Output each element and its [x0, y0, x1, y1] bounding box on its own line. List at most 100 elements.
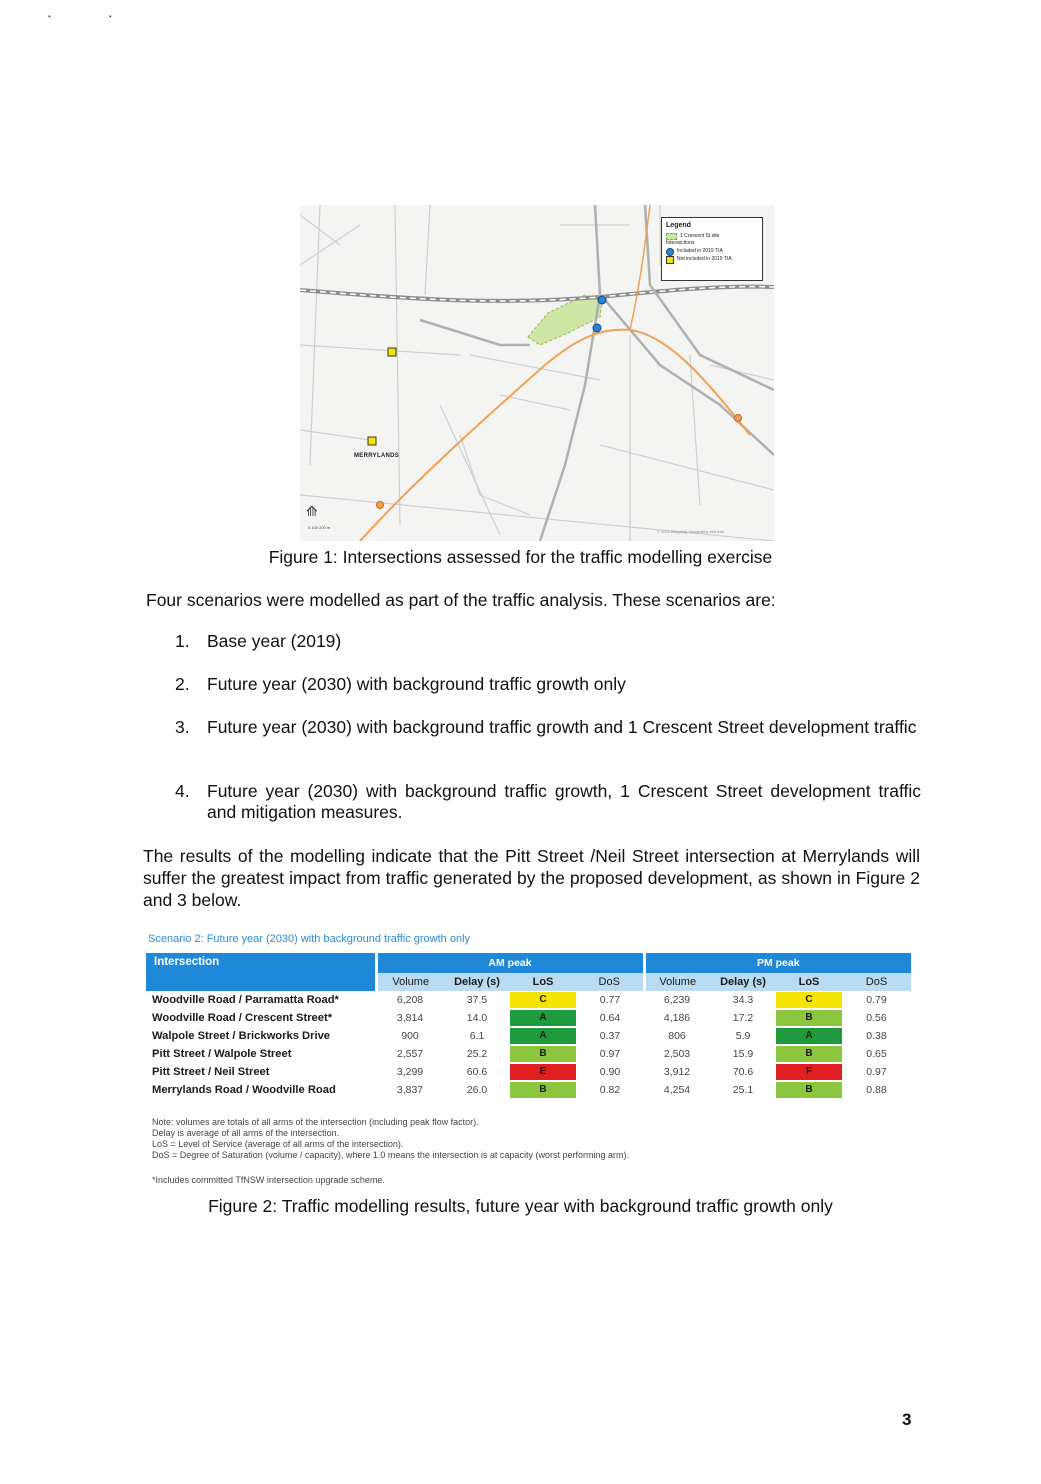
los-value: C — [510, 992, 576, 1008]
am-los-cell: B — [510, 1081, 576, 1099]
scenario-text: Future year (2030) with background traff… — [207, 674, 626, 694]
scan-marks: •• — [48, 12, 112, 21]
results-paragraph: The results of the modelling indicate th… — [143, 846, 920, 910]
am-delay-cell: 37.5 — [466, 994, 488, 1006]
intersection-markers — [367, 295, 742, 509]
intersection-name: Woodville Road / Crescent Street* — [152, 1012, 333, 1024]
table-title: Scenario 2: Future year (2030) with back… — [148, 933, 471, 945]
table-row: Woodville Road / Crescent Street* 3,814 14… — [146, 1009, 911, 1027]
merrylands-label: MERRYLANDS — [354, 453, 400, 459]
am-volume-cell: 6,208 — [396, 994, 424, 1006]
scale-bar: 0 100 200 m — [308, 525, 331, 530]
pm-los-cell: B — [776, 1045, 842, 1063]
am-volume-cell: 3,837 — [396, 1084, 424, 1096]
am-dos-cell: 0.37 — [599, 1030, 621, 1042]
header-intersection: Intersection — [146, 953, 376, 991]
scenario-number: 3. — [175, 717, 190, 737]
am-delay-cell: 25.2 — [466, 1048, 488, 1060]
note-line: Note: volumes are totals of all arms of … — [152, 1117, 479, 1127]
pm-volume-cell: 4,254 — [663, 1084, 691, 1096]
am-delay-cell: 26.0 — [466, 1084, 488, 1096]
legend-title: Legend — [666, 222, 691, 229]
intersection-map: Legend 1 Crescent St site Intersections … — [300, 205, 774, 541]
pm-delay-cell: 17.2 — [732, 1012, 754, 1024]
los-value: B — [776, 1046, 842, 1062]
am-volume-cell: 3,299 — [396, 1066, 424, 1078]
am-los-cell: A — [510, 1027, 576, 1045]
map-roads — [300, 205, 774, 541]
intersection-name: Pitt Street / Neil Street — [152, 1066, 270, 1078]
pm-los-cell: A — [776, 1027, 842, 1045]
pm-los-cell: F — [776, 1063, 842, 1081]
table-footnote: *Includes committed TfNSW intersection u… — [152, 1175, 385, 1185]
pm-dos-cell: 0.88 — [866, 1084, 887, 1096]
los-value: E — [510, 1064, 576, 1080]
header-los: LoS — [776, 973, 842, 991]
am-volume-cell: 2,557 — [396, 1048, 424, 1060]
legend-included: Included in 2019 TIA — [677, 247, 723, 254]
figure2-caption: Figure 2: Traffic modelling results, fut… — [208, 1196, 833, 1216]
note-line: Delay is average of all arms of the inte… — [152, 1128, 340, 1138]
pm-los-cell: B — [776, 1081, 842, 1099]
intersection-name: Walpole Street / Brickworks Drive — [152, 1030, 331, 1042]
pm-los-cell: B — [776, 1009, 842, 1027]
los-value: F — [776, 1064, 842, 1080]
table-row: Woodville Road / Parramatta Road* 6,208 37… — [146, 991, 911, 1009]
am-volume-cell: 3,814 — [396, 1012, 424, 1024]
pm-volume-cell: 806 — [668, 1030, 686, 1042]
pm-volume-cell: 2,503 — [663, 1048, 691, 1060]
pm-delay-cell: 70.6 — [732, 1066, 754, 1078]
note-line: LoS = Level of Service (average of all a… — [152, 1139, 404, 1149]
results-table: Intersection AM peak PM peak Volume Dela… — [146, 953, 911, 1099]
am-delay-cell: 14.0 — [466, 1012, 488, 1024]
intersection-name: Woodville Road / Parramatta Road* — [152, 994, 339, 1006]
yellow-square-icon — [666, 255, 674, 264]
map-copyright: © 2021 Mapping, Geography and Info — [657, 529, 724, 534]
am-los-cell: E — [510, 1063, 576, 1081]
am-los-cell: B — [510, 1045, 576, 1063]
am-dos-cell: 0.97 — [599, 1048, 621, 1060]
page-number: 3 — [902, 1410, 912, 1429]
am-los-cell: C — [510, 991, 576, 1009]
pm-dos-cell: 0.38 — [866, 1030, 887, 1042]
scenario-number: 1. — [175, 631, 190, 651]
scenario-item: 2. Future year (2030) with background tr… — [175, 674, 919, 695]
los-value: C — [776, 992, 842, 1008]
header-delay: Delay (s) — [710, 973, 776, 991]
note-line: DoS = Degree of Saturation (volume / cap… — [152, 1150, 629, 1160]
pm-dos-cell: 0.65 — [866, 1048, 887, 1060]
los-value: A — [776, 1028, 842, 1044]
figure1-caption: Figure 1: Intersections assessed for the… — [268, 547, 773, 567]
los-value: A — [510, 1028, 576, 1044]
legend-site: 1 Crescent St site — [680, 232, 720, 239]
pm-delay-cell: 34.3 — [732, 994, 754, 1006]
scenario-item: 4. Future year (2030) with background tr… — [175, 781, 921, 823]
am-volume-cell: 900 — [401, 1030, 419, 1042]
pm-volume-cell: 4,186 — [663, 1012, 691, 1024]
los-value: B — [510, 1046, 576, 1062]
header-los: LoS — [510, 973, 576, 991]
table-notes: Note: volumes are totals of all arms of … — [152, 1117, 629, 1161]
pm-delay-cell: 5.9 — [735, 1030, 751, 1042]
pm-los-cell: C — [776, 991, 842, 1009]
pm-dos-cell: 0.79 — [866, 994, 887, 1006]
pm-dos-cell: 0.56 — [866, 1012, 887, 1024]
pm-volume-cell: 3,912 — [663, 1066, 691, 1078]
header-volume: Volume — [374, 973, 444, 991]
scenario-text: Future year (2030) with background traff… — [207, 717, 917, 737]
scenario-number: 4. — [175, 781, 190, 801]
scenario-item: 1. Base year (2019) — [175, 631, 919, 652]
legend-not-included: Not included in 2019 TIA — [677, 255, 732, 262]
header-pm-peak: PM peak — [642, 953, 911, 973]
blue-dot-icon — [666, 247, 674, 256]
scenario-number: 2. — [175, 674, 190, 694]
am-dos-cell: 0.64 — [599, 1012, 621, 1024]
north-arrow-icon: ⟰ — [306, 503, 318, 519]
map-legend: Legend 1 Crescent St site Intersections … — [661, 217, 763, 281]
site-swatch-icon — [666, 232, 677, 240]
header-dos: DoS — [576, 973, 644, 991]
scenario-item: 3. Future year (2030) with background tr… — [175, 717, 921, 738]
